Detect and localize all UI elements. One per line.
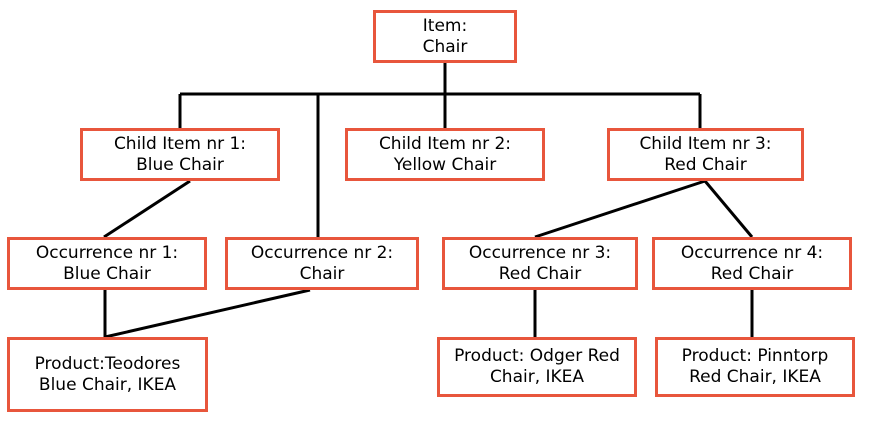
node-label-primary: Child Item nr 3:: [639, 133, 772, 154]
node-item-chair[interactable]: Item:Chair: [373, 10, 517, 63]
node-label-primary: Occurrence nr 2:: [250, 242, 394, 263]
node-label-secondary: Blue Chair, IKEA: [38, 374, 177, 395]
node-label-primary: Child Item nr 1:: [113, 133, 247, 154]
node-label-primary: Product:Teodores: [34, 353, 181, 374]
node-child-item-1[interactable]: Child Item nr 1:Blue Chair: [80, 128, 280, 181]
node-label-primary: Child Item nr 2:: [378, 133, 512, 154]
node-label-primary: Product: Odger Red: [454, 346, 620, 367]
node-label-secondary: Blue Chair: [63, 263, 151, 284]
node-label-primary: Occurrence nr 4:: [680, 242, 824, 263]
node-label-primary: Product: Pinntorp: [681, 346, 829, 367]
node-child-item-3[interactable]: Child Item nr 3:Red Chair: [607, 128, 804, 181]
node-label-secondary: Red Chair: [664, 154, 747, 175]
edge-occurrence-2-to-product-teodores: [104, 288, 311, 339]
node-occurrence-3[interactable]: Occurrence nr 3:Red Chair: [442, 237, 638, 290]
node-label-secondary: Red Chair, IKEA: [689, 367, 821, 387]
edge-child-3-to-occurrence-4: [703, 180, 754, 238]
node-label-secondary: Chair, IKEA: [489, 367, 585, 387]
edge-child-1-to-occurrence-1: [103, 179, 191, 239]
edge-child-3-to-occurrence-3: [534, 179, 706, 239]
node-occurrence-1[interactable]: Occurrence nr 1:Blue Chair: [7, 237, 207, 290]
node-label-primary: Occurrence nr 1:: [35, 242, 179, 263]
node-label-secondary: Red Chair: [498, 263, 582, 284]
node-label-secondary: Chair: [299, 263, 345, 284]
node-label-secondary: Red Chair: [710, 263, 794, 284]
node-label-primary: Occurrence nr 3:: [468, 242, 612, 263]
node-label-secondary: Blue Chair: [136, 154, 224, 175]
node-label-secondary: Chair: [422, 36, 468, 57]
node-occurrence-2[interactable]: Occurrence nr 2:Chair: [225, 237, 419, 290]
node-label-secondary: Yellow Chair: [393, 154, 497, 175]
node-child-item-2[interactable]: Child Item nr 2:Yellow Chair: [345, 128, 545, 181]
node-occurrence-4[interactable]: Occurrence nr 4:Red Chair: [652, 237, 852, 290]
node-label-primary: Item:: [422, 15, 468, 36]
